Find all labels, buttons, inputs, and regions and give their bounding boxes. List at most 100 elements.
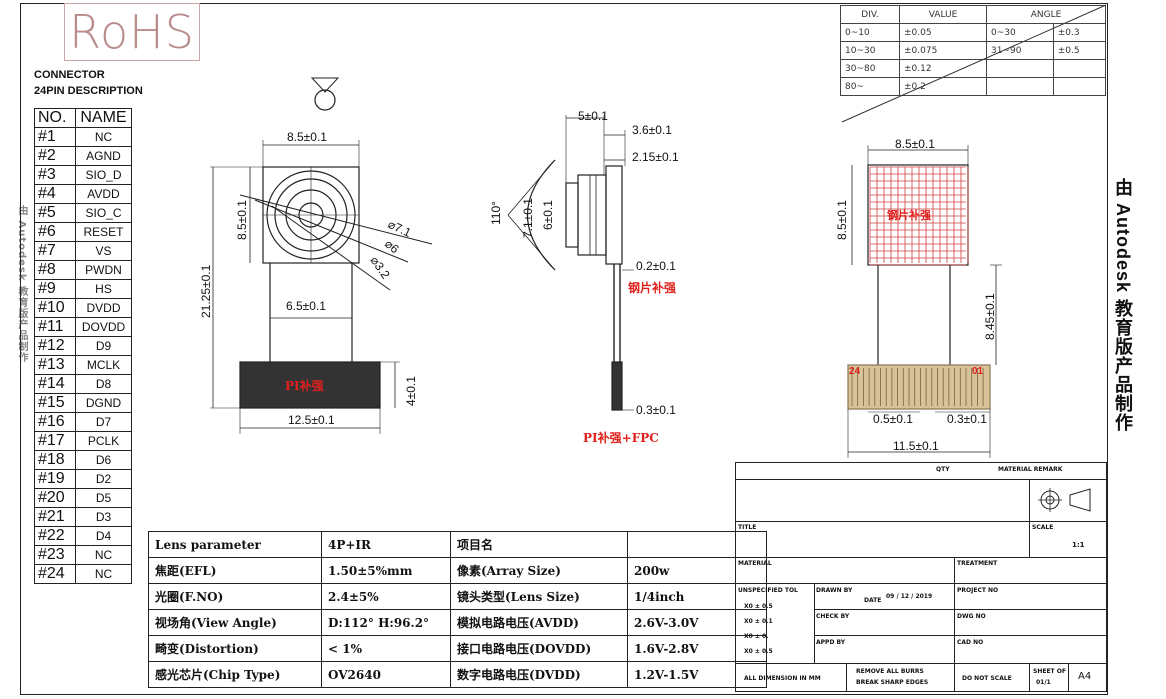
tb-qty: QTY: [936, 466, 950, 473]
lens-cell: 4P+IR: [321, 531, 451, 558]
rohs-logo: RoHS: [64, 3, 200, 61]
lens-cell: 1/4inch: [627, 583, 767, 610]
back-view-labels: 8.5±0.1 8.5±0.1 8.45±0.1 0.5±0.1 0.3±0.1…: [835, 137, 997, 453]
projection-symbol: [314, 89, 336, 111]
pin-name: D2: [75, 469, 132, 489]
diameter-3-2-label: ⌀3.2: [368, 254, 393, 282]
tb-dwg-no: DWG NO: [957, 613, 986, 620]
pin-number: #15: [34, 393, 76, 413]
tb-cad-no: CAD NO: [957, 639, 984, 646]
pin-name: D6: [75, 450, 132, 470]
back-width-label: 8.5±0.1: [895, 137, 935, 151]
tb-paper-size: A4: [1078, 671, 1092, 682]
tb-project-no: PROJECT NO: [957, 587, 999, 594]
side-view: [507, 115, 634, 411]
pin-number: #2: [34, 146, 76, 166]
tb-tol-row: X0 ± 0.: [744, 633, 769, 640]
pin-name: RESET: [75, 222, 132, 242]
front-width-label: 8.5±0.1: [287, 130, 327, 144]
tb-title: TITLE: [738, 524, 757, 531]
tb-do-not-scale: DO NOT SCALE: [962, 675, 1012, 682]
back-pitch-label: 0.5±0.1: [873, 412, 913, 426]
side-angle-label: 110°: [489, 201, 503, 225]
left-watermark: 由 Autodesk 教育版产品制作: [16, 205, 27, 364]
diameter-6-label: ⌀6: [382, 237, 402, 257]
lens-cell: OV2640: [321, 661, 451, 688]
back-pin24-label: 24: [849, 366, 861, 377]
lens-cell: 畸变(Distortion): [148, 635, 322, 662]
tol-cell: ±0.2: [899, 77, 987, 96]
lens-cell: 项目名: [450, 531, 628, 558]
tb-date: 09 / 12 / 2019: [886, 593, 933, 600]
back-pin01-label: 01: [972, 366, 984, 377]
pin-number: #13: [34, 355, 76, 375]
side-top2-label: 3.6±0.1: [632, 123, 672, 137]
back-height-label: 8.5±0.1: [835, 200, 849, 240]
tb-sheet-value: 01/1: [1036, 679, 1051, 686]
tb-tol-row: X0 ± 0.5: [744, 603, 773, 610]
back-length-label: 8.45±0.1: [983, 293, 997, 340]
pin-name: SIO_D: [75, 165, 132, 185]
stiffener-height-label: 4±0.1: [404, 376, 418, 406]
tb-tol-row: X0 ± 0.5: [744, 648, 773, 655]
tb-drawn-by: DRAWN BY: [816, 587, 853, 594]
side-view-labels: 5±0.1 3.6±0.1 2.15±0.1 110° 7.1±0.1 6±0.…: [489, 109, 679, 417]
lens-cell: 视场角(View Angle): [148, 609, 322, 636]
lens-cell: 200w: [627, 557, 767, 584]
side-bottom-label: 0.3±0.1: [636, 403, 676, 417]
back-edge-label: 0.3±0.1: [947, 412, 987, 426]
side-top1-label: 5±0.1: [578, 109, 608, 123]
lens-cell: < 1%: [321, 635, 451, 662]
pin-header-name: NAME: [75, 108, 132, 128]
pin-header-no: NO.: [34, 108, 76, 128]
pin-number: #7: [34, 241, 76, 261]
tb-scale-value: 1:1: [1072, 541, 1085, 549]
pin-name: PWDN: [75, 260, 132, 280]
lens-cell: 1.50±5%mm: [321, 557, 451, 584]
tb-check-by: CHECK BY: [816, 613, 850, 620]
tb-tol-row: X0 ± 0.1: [744, 618, 773, 625]
side-fpc-thickness-label: 0.2±0.1: [636, 259, 676, 273]
pin-name: VS: [75, 241, 132, 261]
side-steel-stiffener-label: 钢片补强: [628, 280, 676, 295]
connector-title-line2: 24PIN DESCRIPTION: [34, 85, 143, 97]
projection-icon: [1036, 483, 1100, 517]
lens-cell: D:112° H:96.2°: [321, 609, 451, 636]
lens-row: 光圈(F.NO)2.4±5%镜头类型(Lens Size)1/4inch: [148, 583, 767, 610]
tb-treatment: TREATMENT: [957, 560, 998, 567]
lens-row: 视场角(View Angle)D:112° H:96.2°模拟电路电压(AVDD…: [148, 609, 767, 636]
pi-stiffener-label: PI补强: [285, 378, 324, 393]
pin-name: NC: [75, 564, 132, 584]
lens-cell: Lens parameter: [148, 531, 322, 558]
lens-cell: 焦距(EFL): [148, 557, 322, 584]
back-connector-width-label: 11.5±0.1: [893, 439, 939, 453]
tb-material: MATERIAL: [738, 560, 772, 567]
tb-unspecified-tol: UNSPECIFIED TOL: [738, 587, 798, 594]
tb-break-edges: BREAK SHARP EDGES: [856, 679, 929, 686]
pin-number: #12: [34, 336, 76, 356]
side-top3-label: 2.15±0.1: [632, 150, 679, 164]
pin-number: #20: [34, 488, 76, 508]
tb-appd-by: APPD BY: [816, 639, 846, 646]
pin-number: #6: [34, 222, 76, 242]
pin-name: AVDD: [75, 184, 132, 204]
pin-name: D5: [75, 488, 132, 508]
pin-name: NC: [75, 127, 132, 147]
